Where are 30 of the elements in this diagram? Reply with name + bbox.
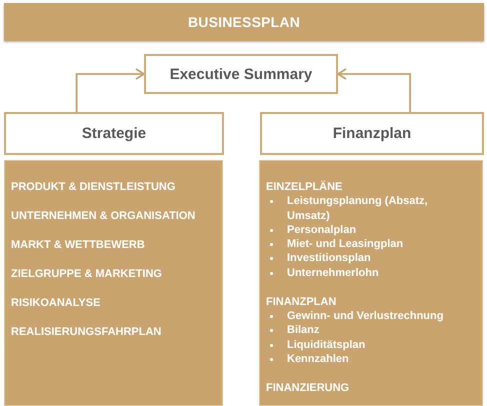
section-header-box [4, 112, 224, 155]
list-item: Investitionsplan [287, 251, 372, 266]
section-heading: FINANZIERUNG [266, 380, 350, 396]
list-item: Gewinn- und Verlustrechnung [287, 309, 444, 324]
list-item: Liquiditätsplan [287, 338, 366, 352]
list-item: RISIKOANALYSE [11, 296, 102, 310]
section-header-box [260, 112, 484, 155]
list-item: Unternehmerlohn [287, 266, 380, 280]
list-item: REALISIERUNGSFAHRPLAN [11, 324, 162, 340]
list-item: Leistungsplanung (Absatz, Umsatz) [287, 194, 429, 223]
list-item: Miet- und Leasingplan [287, 237, 404, 252]
list-item: PRODUKT & DIENSTLEISTUNG [11, 180, 176, 194]
banner-title: BUSINESSPLAN [188, 14, 300, 30]
section-heading: FINANZPLAN [266, 294, 338, 310]
box-title: Strategie [82, 125, 146, 142]
list-item: Kennzahlen [287, 352, 350, 366]
box-title: Finanzplan [332, 125, 412, 142]
content-panel [4, 160, 223, 406]
section-heading: EINZELPLÄNE [266, 180, 344, 194]
list-item: ZIELGRUPPE & MARKETING [11, 266, 163, 282]
content-panel [259, 160, 483, 406]
list-item: Personalplan [287, 222, 358, 238]
arrow [76, 68, 145, 112]
summary-box [144, 54, 338, 94]
box-title: Executive Summary [170, 66, 312, 82]
list-item: MARKT & WETTBEWERB [11, 238, 146, 252]
title-banner [4, 3, 484, 41]
arrow [337, 68, 411, 112]
list-item: UNTERNEHMEN & ORGANISATION [11, 208, 196, 224]
list-item: Bilanz [287, 323, 320, 338]
